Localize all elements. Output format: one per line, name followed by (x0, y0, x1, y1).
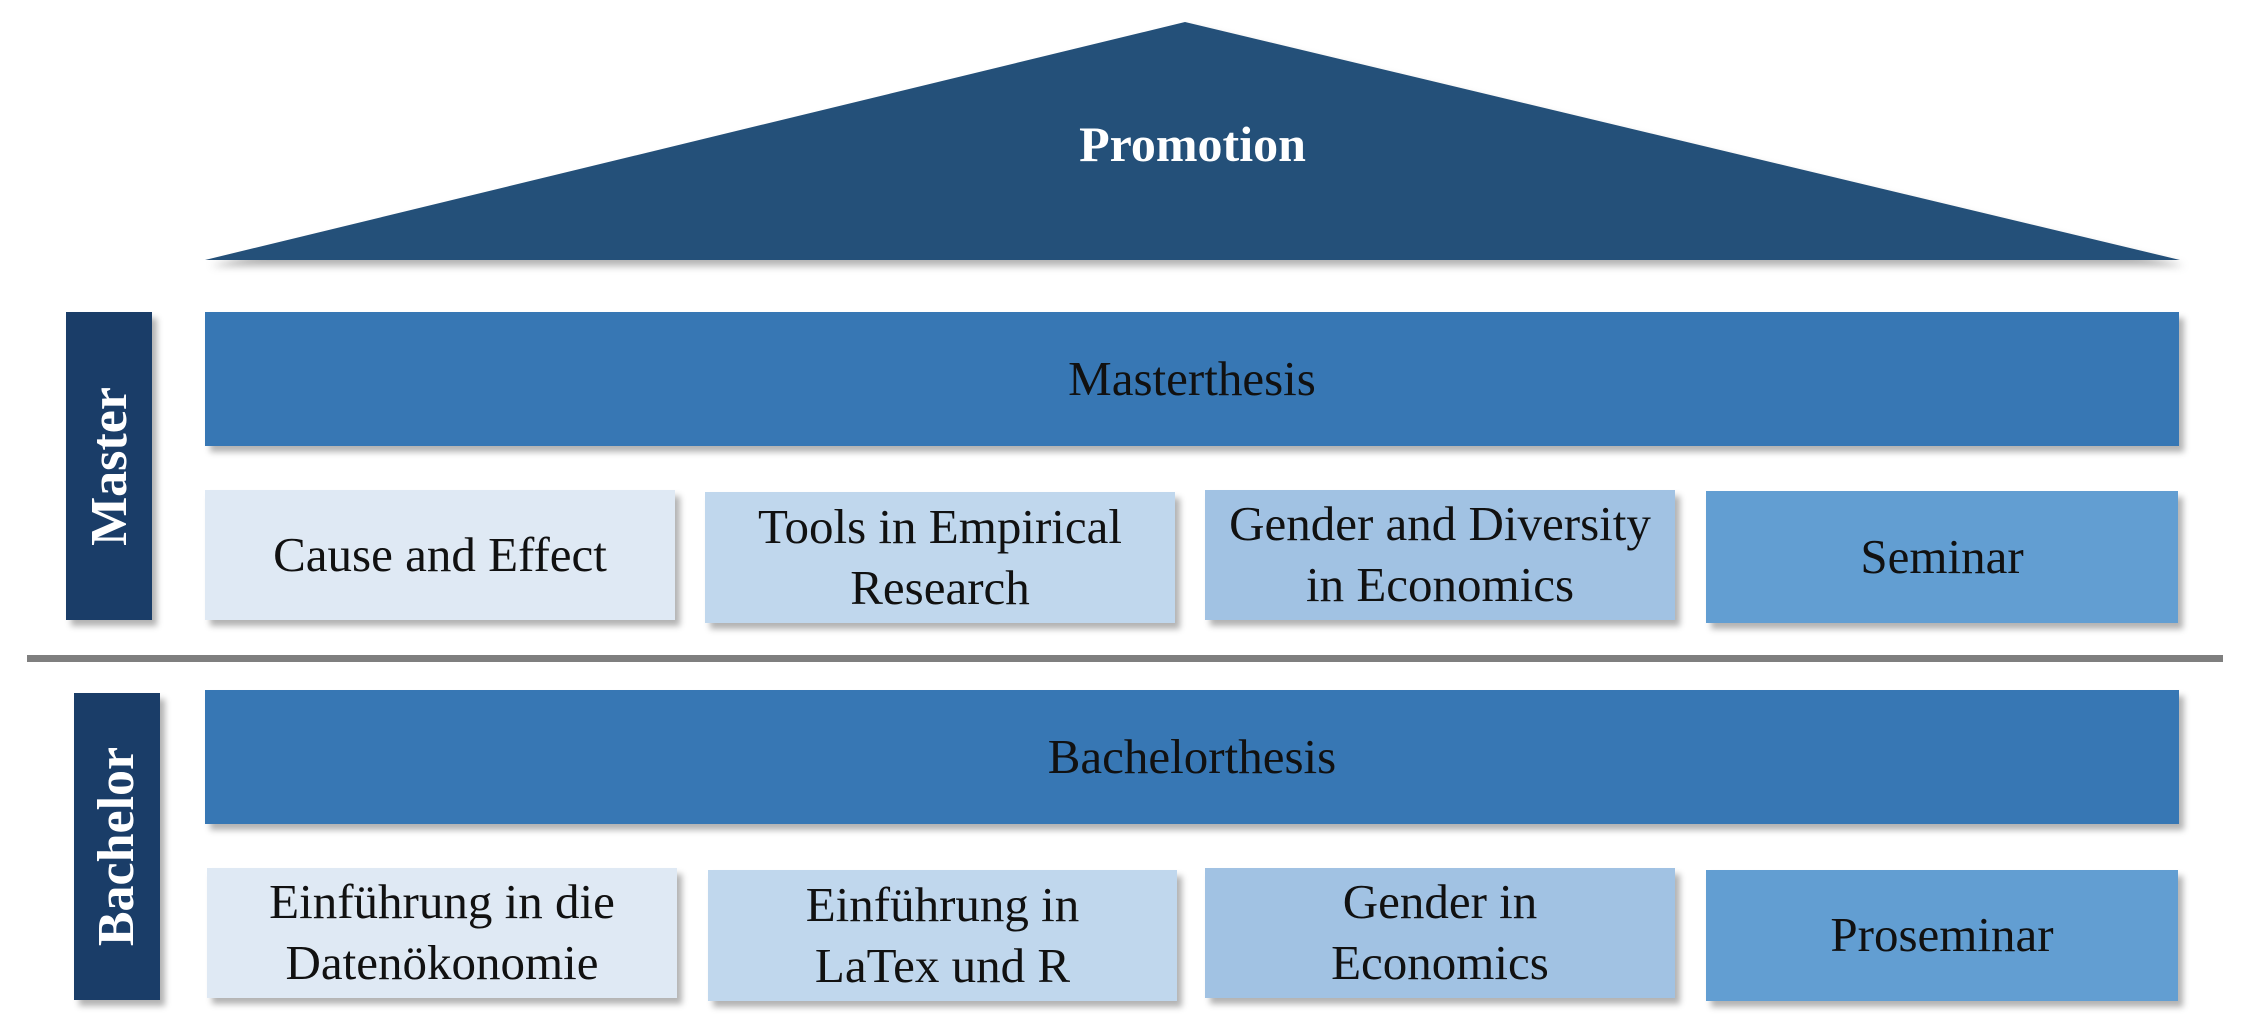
bachelorthesis-box: Bachelorthesis (205, 690, 2179, 824)
bachelorthesis-label: Bachelorthesis (1047, 728, 1337, 784)
masterthesis-label: Masterthesis (1068, 350, 1316, 406)
bachelor-side-label: Bachelor (74, 693, 160, 1000)
course-cause-and-effect: Cause and Effect (205, 490, 675, 620)
course-label: Proseminar (1830, 907, 2054, 963)
course-label: Seminar (1860, 528, 2024, 584)
masterthesis-box: Masterthesis (205, 312, 2179, 446)
course-proseminar: Proseminar (1706, 870, 2178, 1001)
bachelor-side-label-text: Bachelor (88, 746, 146, 947)
course-tools-in-empirical-research: Tools in Empirical Research (705, 492, 1175, 623)
master-side-label-text: Master (80, 386, 138, 546)
course-label: Gender and Diversity in Economics (1229, 496, 1651, 612)
roof-shape (205, 22, 2180, 260)
master-side-label: Master (66, 312, 152, 620)
course-label: Tools in Empirical Research (757, 498, 1122, 615)
course-label: Cause and Effect (273, 526, 607, 582)
course-label: Einführung in die Datenökonomie (269, 874, 615, 990)
course-label: Einführung in LaTex und R (805, 876, 1080, 993)
level-divider (27, 655, 2223, 662)
course-einfuehrung-latex-r: Einführung in LaTex und R (708, 870, 1177, 1001)
promotion-roof: Promotion (205, 20, 2180, 263)
course-gender-in-economics: Gender in Economics (1205, 868, 1675, 998)
course-label: Gender in Economics (1331, 874, 1549, 990)
course-seminar: Seminar (1706, 491, 2178, 623)
roof-triangle (205, 22, 2180, 260)
promotion-label: Promotion (1079, 116, 1306, 172)
course-gender-and-diversity: Gender and Diversity in Economics (1205, 490, 1675, 620)
course-einfuehrung-datenoekonomie: Einführung in die Datenökonomie (207, 868, 677, 998)
